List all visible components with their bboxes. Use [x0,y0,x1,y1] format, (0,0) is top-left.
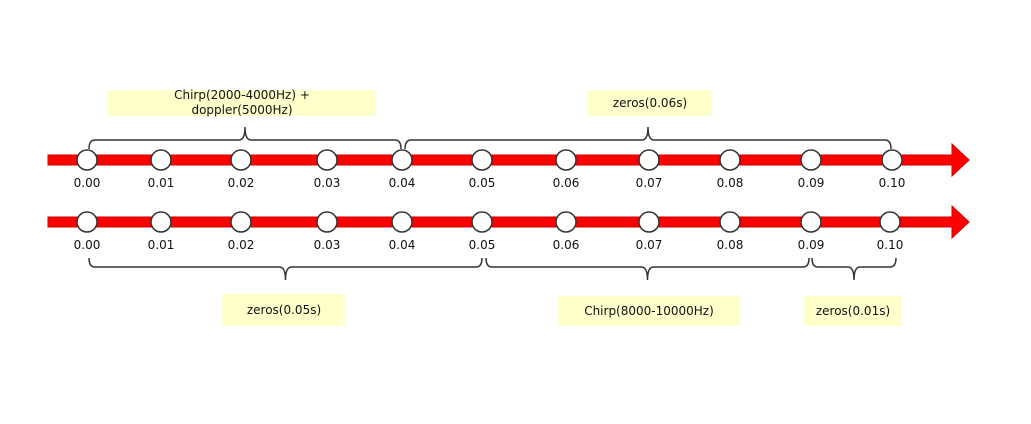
top-timeline-tick-label: 0.10 [879,176,906,190]
bottom-timeline-marker [150,211,172,233]
bottom-timeline-marker [719,211,741,233]
top-timeline-marker [230,149,252,171]
top-timeline-tick-label: 0.00 [74,176,101,190]
timeline-bottom: 0.00 0.01 0.02 0.03 0.04 0.05 0.06 0.07 0.08 0.09… [47,204,970,252]
bottom-timeline-marker [230,211,252,233]
top-timeline-marker [638,149,660,171]
bottom-timeline-tick-label: 0.06 [553,238,580,252]
bottom-timeline-marker [471,211,493,233]
segment-label-bottom-zeros-end: zeros(0.01s) [804,296,902,326]
bottom-timeline-tick-label: 0.04 [389,238,416,252]
segment-label-top-zeros: zeros(0.06s) [588,90,712,116]
top-timeline-tick-label: 0.06 [553,176,580,190]
bottom-timeline-marker [879,211,901,233]
top-timeline-marker [881,149,903,171]
bottom-timeline-tick-label: 0.03 [314,238,341,252]
top-timeline-tick-label: 0.07 [636,176,663,190]
bottom-timeline-tick-label: 0.05 [469,238,496,252]
bottom-timeline-arrow [47,204,970,240]
top-timeline-marker [316,149,338,171]
segment-label-top-chirp: Chirp(2000-4000Hz) + doppler(5000Hz) [108,88,376,117]
top-timeline-arrow [47,142,970,178]
top-timeline-tick-label: 0.08 [717,176,744,190]
top-timeline-tick-label: 0.04 [389,176,416,190]
top-timeline-marker [800,149,822,171]
bottom-timeline-tick-label: 0.10 [877,238,904,252]
top-timeline-tick-label: 0.01 [148,176,175,190]
top-timeline-marker [471,149,493,171]
segment-braces [88,126,897,281]
top-timeline-marker [150,149,172,171]
bottom-timeline-tick-label: 0.09 [798,238,825,252]
bottom-timeline-marker [391,211,413,233]
bottom-timeline-tick-label: 0.07 [636,238,663,252]
brace-bottom-zeros [88,257,483,281]
top-timeline-tick-label: 0.05 [469,176,496,190]
top-timeline-tick-label: 0.02 [228,176,255,190]
bottom-timeline-marker [555,211,577,233]
bottom-timeline-tick-label: 0.08 [717,238,744,252]
top-timeline-tick-label: 0.03 [314,176,341,190]
brace-bottom-chirp [485,257,810,281]
brace-top-zeros [404,126,892,150]
bottom-timeline-tick-label: 0.00 [74,238,101,252]
bottom-timeline-marker [76,211,98,233]
top-timeline-marker [76,149,98,171]
brace-top-chirp [88,126,402,150]
bottom-timeline-marker [800,211,822,233]
top-timeline-marker [555,149,577,171]
segment-label-bottom-chirp: Chirp(8000-10000Hz) [558,296,740,326]
brace-bottom-zeros-end [811,257,897,281]
bottom-timeline-marker [316,211,338,233]
top-timeline-marker [391,149,413,171]
bottom-timeline-tick-label: 0.01 [148,238,175,252]
top-timeline-marker [719,149,741,171]
bottom-timeline-tick-label: 0.02 [228,238,255,252]
top-timeline-tick-label: 0.09 [798,176,825,190]
bottom-timeline-marker [638,211,660,233]
timeline-top: 0.00 0.01 0.02 0.03 0.04 0.05 0.06 0.07 0.08 0.09… [47,142,970,190]
segment-label-bottom-zeros: zeros(0.05s) [222,294,346,326]
